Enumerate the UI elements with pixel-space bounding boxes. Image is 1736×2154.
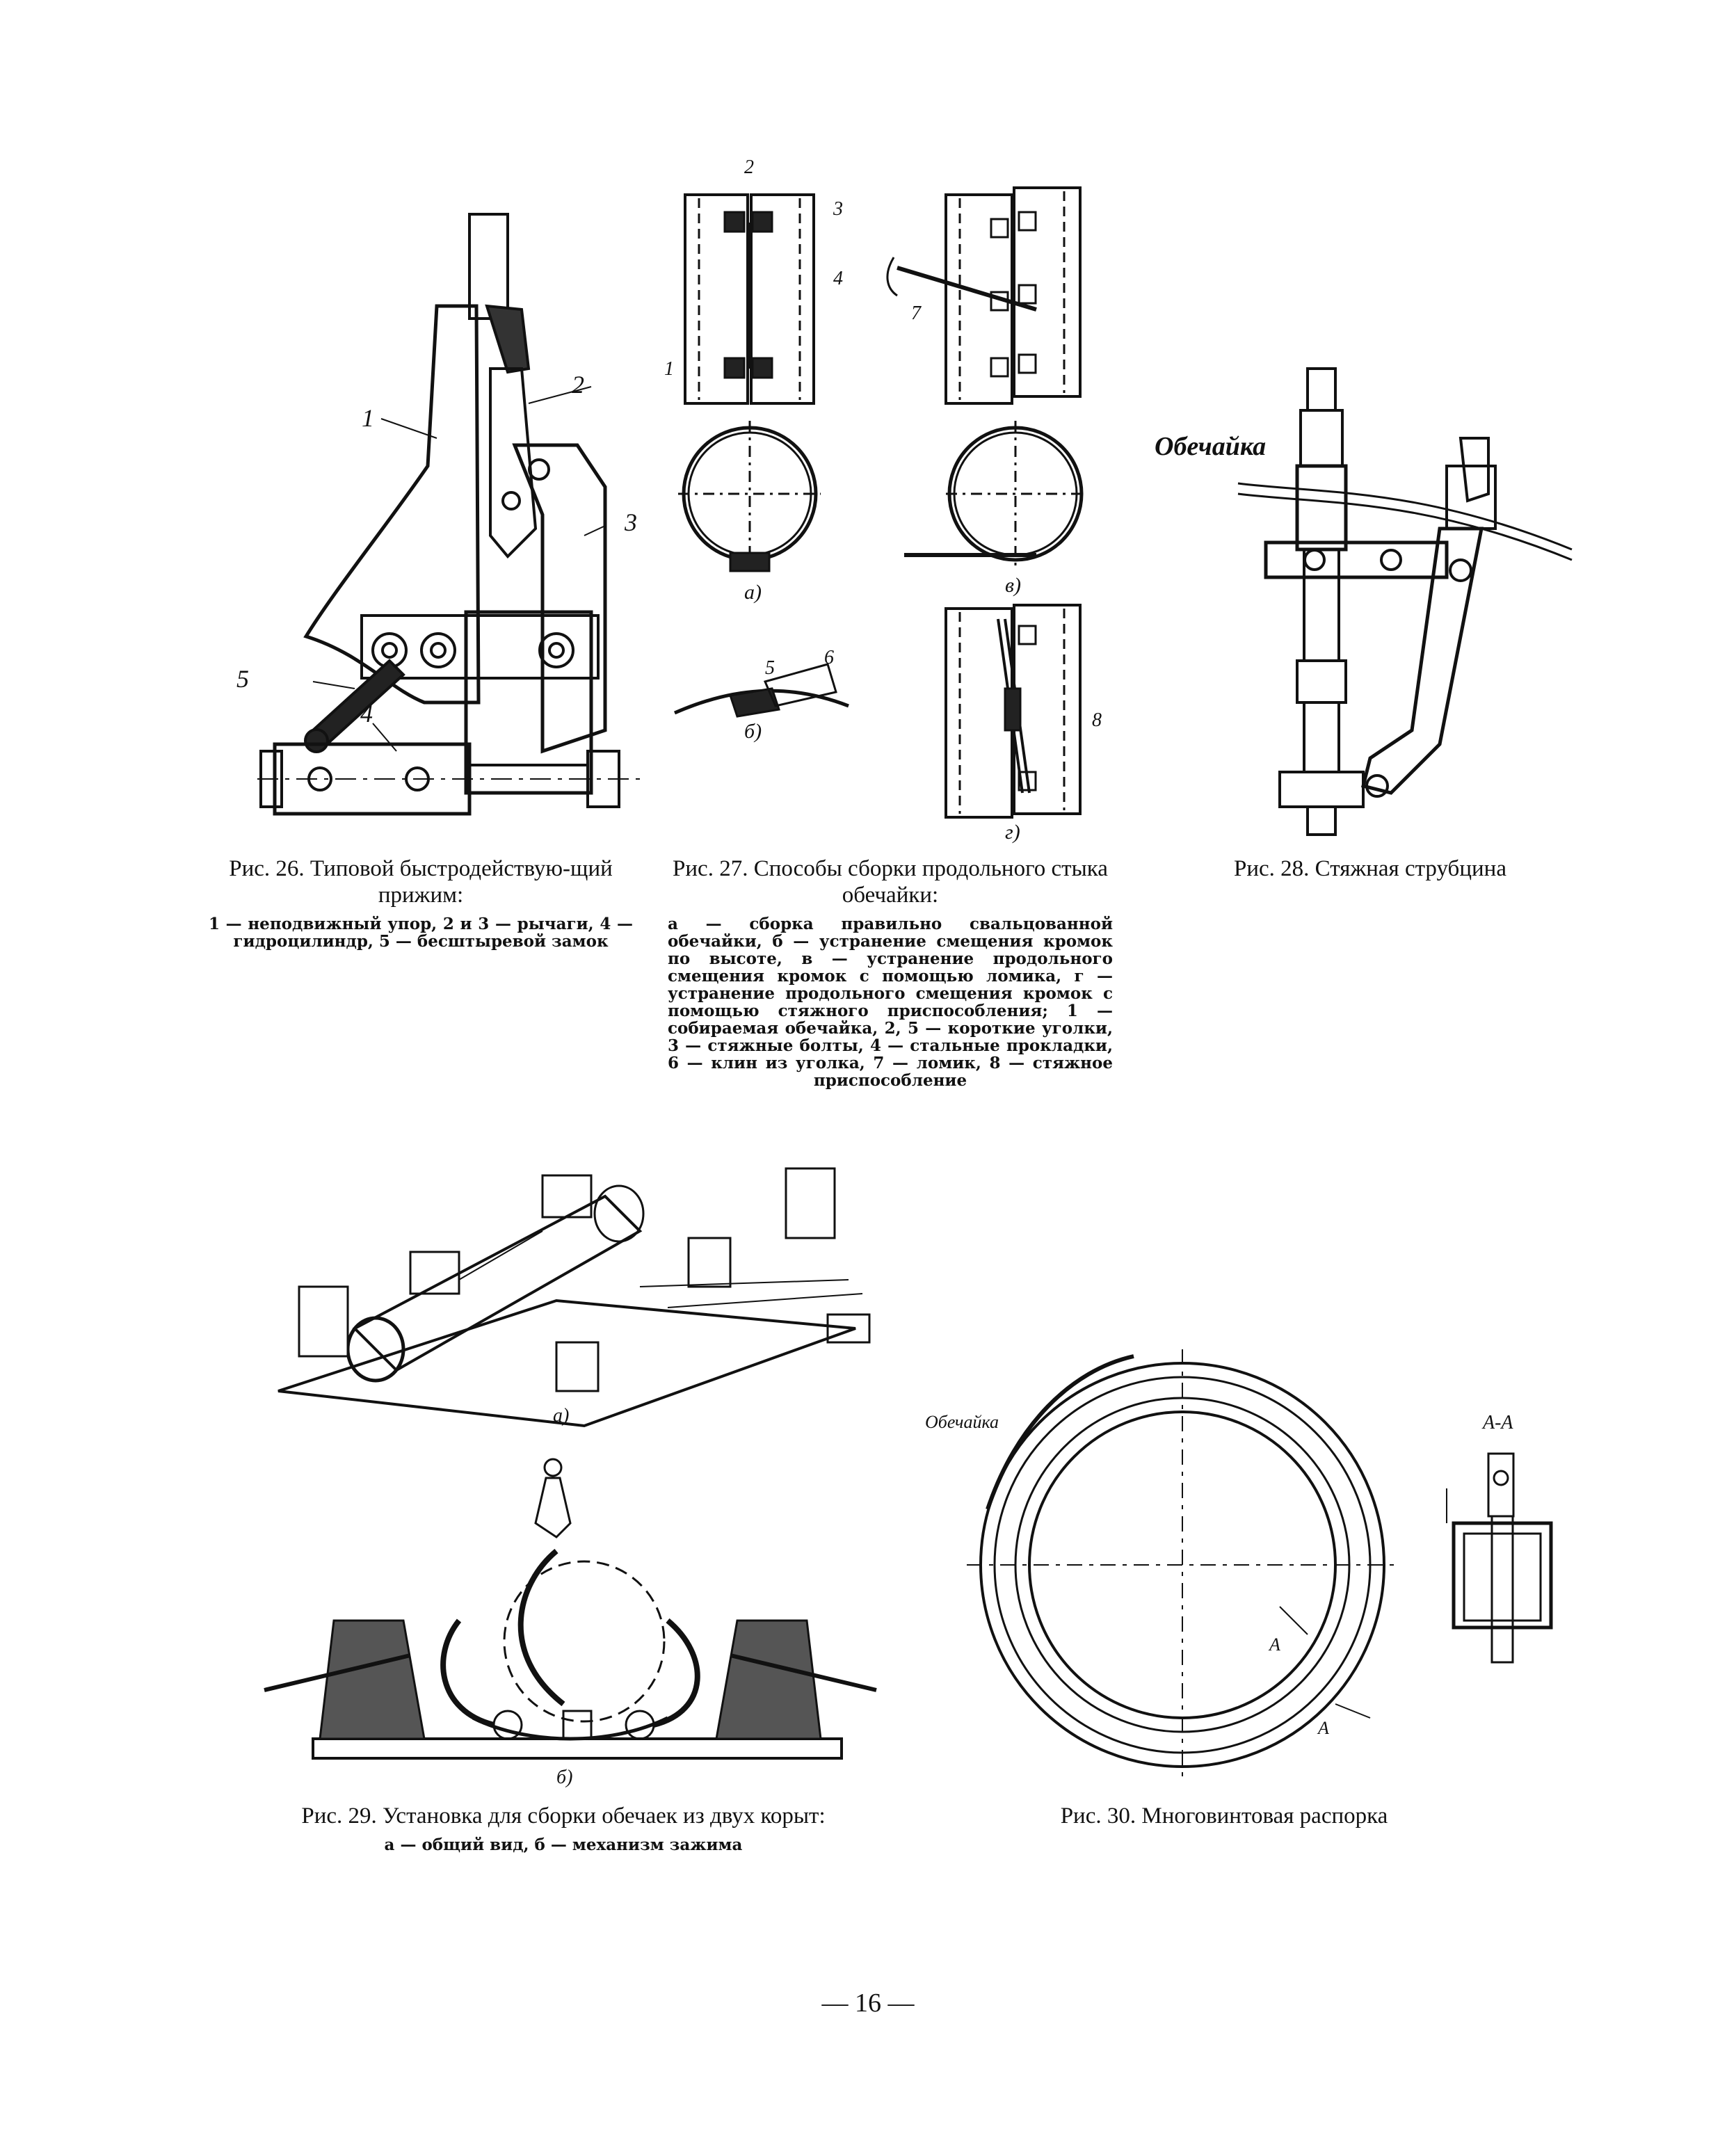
fig27-label-6: 6 (824, 647, 834, 668)
figure-28-title: Рис. 28. Стяжная струбцина (1234, 856, 1506, 881)
fig27-sub-a: а) (744, 581, 762, 604)
fig27-label-7: 7 (911, 303, 921, 324)
fig27-label-8: 8 (1092, 709, 1102, 731)
figure-26-title: Рис. 26. Типовой быстродействую-щий приж… (229, 856, 613, 908)
fig27-sub-g: г) (1005, 821, 1020, 844)
fig27-label-1: 1 (664, 358, 674, 380)
fig30-mark-a2: А (1318, 1718, 1329, 1738)
fig28-shell-label: Обечайка (1155, 432, 1267, 461)
fig29-sub-a: а) (553, 1405, 570, 1426)
fig30-section-label: А-А (1483, 1412, 1513, 1433)
page-number: — 16 — (821, 1988, 915, 2018)
fig30-shell-label: Обечайка (925, 1412, 999, 1432)
figure-27-drawing: а) б) в) г) 1 2 3 4 5 6 7 8 (647, 146, 1155, 849)
figure-30-title: Рис. 30. Многовинтовая распорка (1060, 1803, 1388, 1829)
figure-27-title: Рис. 27. Способы сборки продольного стык… (673, 856, 1108, 908)
fig26-label-3: 3 (625, 508, 637, 536)
figure-26-legend: 1 — неподвижный упор, 2 и 3 — рычаги, 4 … (209, 915, 633, 951)
fig27-label-4: 4 (833, 268, 843, 289)
figure-29-drawing: а) (250, 1127, 897, 1516)
fig26-label-1: 1 (362, 404, 374, 432)
figure-29-caption: Рис. 29. Установка для сборки обечаек из… (257, 1803, 869, 1854)
fig29-sub-b: б) (556, 1767, 573, 1788)
fig27-label-2: 2 (744, 156, 754, 178)
figure-29-title: Рис. 29. Установка для сборки обечаек из… (301, 1803, 826, 1829)
fig27-sub-b: б) (744, 720, 762, 743)
figure-28-drawing: Обечайка (1141, 355, 1593, 855)
fig27-label-5: 5 (765, 657, 775, 679)
figure-30-caption: Рис. 30. Многовинтовая распорка (974, 1803, 1474, 1829)
fig26-label-2: 2 (572, 371, 584, 399)
figure-27-legend: а — сборка правильно свальцованной обеча… (668, 915, 1113, 1090)
figure-29-legend: а — общий вид, б — механизм зажима (384, 1835, 743, 1854)
figure-28-caption: Рис. 28. Стяжная струбцина (1155, 855, 1586, 882)
fig30-mark-a1: А (1269, 1634, 1280, 1655)
fig26-label-5: 5 (236, 665, 249, 693)
figure-29b-drawing: б) (250, 1447, 890, 1808)
figure-26-drawing: 1 2 3 4 5 (216, 202, 647, 842)
fig27-sub-v: в) (1005, 574, 1022, 597)
figure-26-caption: Рис. 26. Типовой быстродействую-щий приж… (209, 855, 633, 950)
fig27-label-3: 3 (833, 198, 843, 220)
fig26-label-4: 4 (360, 700, 373, 728)
figure-30-drawing: Обечайка А-А А А (918, 1328, 1586, 1787)
figure-27-caption: Рис. 27. Способы сборки продольного стык… (668, 855, 1113, 1089)
